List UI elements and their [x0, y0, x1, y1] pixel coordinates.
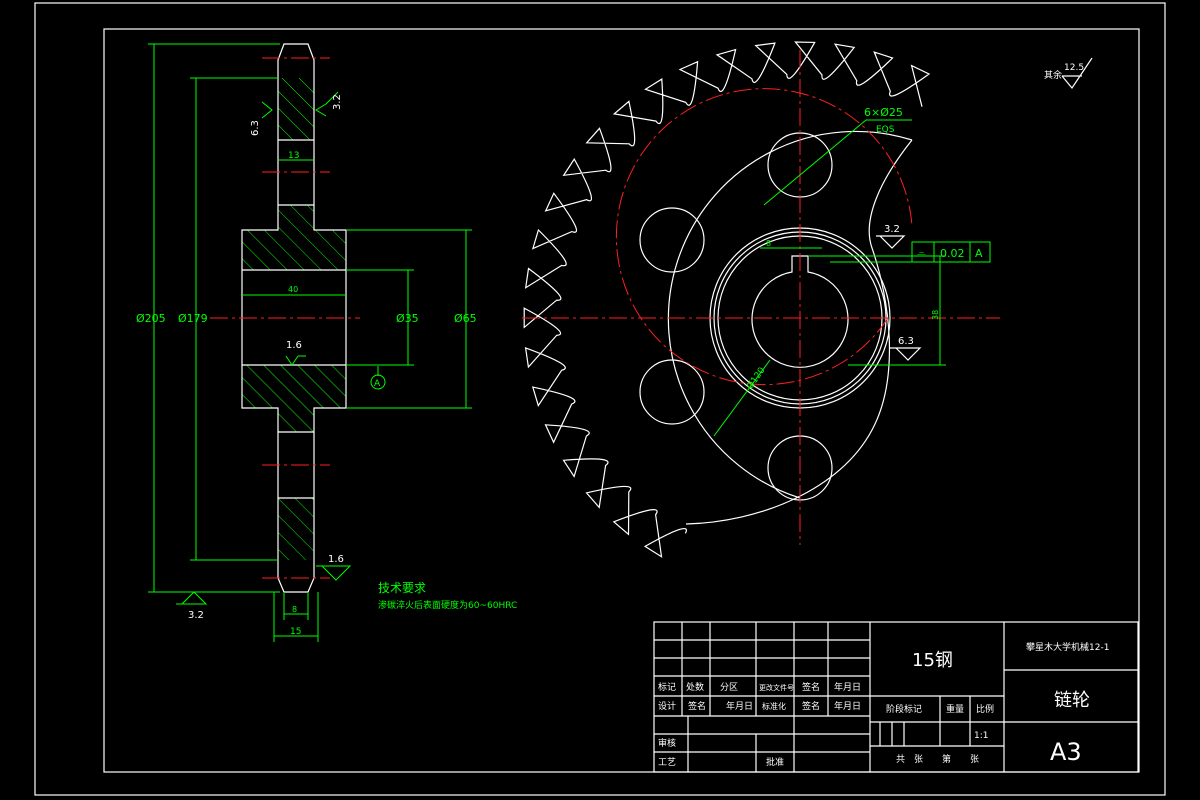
approve-label: 批准: [766, 756, 784, 768]
roughness-key-icon: [890, 347, 922, 361]
roughness-bore-icon: [285, 355, 306, 366]
tolerance-symbol: ⌯: [917, 247, 926, 260]
process-label: 工艺: [658, 757, 676, 768]
tolerance-value: 0.02: [940, 247, 965, 260]
rim-width-label: 15: [290, 627, 301, 637]
hatch-lower-hub: [242, 365, 346, 432]
roughness-right-tooth-icon: [315, 91, 339, 117]
roughness-left-tooth-value: 6.3: [250, 120, 261, 136]
tb-marks-2: 分区: [720, 682, 738, 693]
hatch-lower-tooth: [278, 498, 314, 560]
tb-marks-3: 更改文件号: [759, 683, 794, 692]
tb-design-0: 设计: [658, 700, 676, 712]
tb-marks-4: 签名: [802, 681, 820, 693]
roughness-top-value: 3.2: [884, 224, 900, 235]
holes-label: 6×Ø25: [864, 106, 903, 119]
hub-length-label: 40: [288, 285, 298, 294]
tb-marks-1: 处数: [686, 681, 704, 693]
roughness-bottom-right-value: 1.6: [328, 554, 344, 565]
lightening-hole-lower-left: [639, 359, 705, 425]
roughness-key-value: 6.3: [898, 336, 914, 347]
sheet-size-label: A3: [1050, 738, 1082, 766]
material-label: 15钢: [912, 650, 953, 671]
outer-dia-label: Ø205: [136, 312, 166, 325]
tb-marks-0: 标记: [658, 681, 676, 693]
keyway-width-label: 8: [766, 239, 771, 248]
sheet-outer-border: [34, 2, 1166, 796]
general-roughness-icon: [1061, 57, 1093, 90]
weight-label: 重量: [946, 703, 964, 715]
roughness-bottom-left-icon: [176, 591, 208, 605]
roughness-top-icon: [876, 235, 906, 249]
datum-a-circle: [370, 374, 386, 390]
front-view: [522, 41, 1000, 558]
review-label: 审核: [658, 737, 676, 749]
roughness-bore-value: 1.6: [286, 340, 302, 351]
roughness-right-tooth-value: 3.2: [332, 94, 343, 110]
tb-design-5: 年月日: [834, 700, 861, 712]
hatch-upper-hub: [242, 205, 346, 270]
sheet-inner-border: [103, 28, 1140, 773]
hub-dia-label: Ø65: [454, 312, 477, 325]
tolerance-frame: [911, 241, 991, 263]
sprocket-tooth-outline: [523, 41, 931, 558]
school-label: 攀星木大学机械12-1: [1026, 641, 1109, 653]
sprocket-cut-edge: [685, 139, 913, 525]
tb-marks-5: 年月日: [834, 681, 861, 693]
tolerance-datum: A: [975, 247, 983, 260]
stage-label: 阶段标记: [886, 703, 922, 715]
datum-a-label: A: [374, 379, 381, 389]
scale-value: 1:1: [974, 731, 988, 741]
tb-design-2: 年月日: [726, 700, 753, 712]
sheets-unit-label: 张: [914, 754, 923, 765]
root-circle-partial: [667, 130, 913, 499]
sheet-unit-label: 张: [970, 754, 979, 765]
tb-design-4: 签名: [802, 700, 820, 712]
hole-circle-leader: [713, 359, 771, 437]
title-block: [653, 621, 1139, 773]
side-view: [148, 43, 472, 642]
pitch-dia-label: Ø179: [178, 312, 208, 325]
tb-design-3: 标准化: [762, 701, 786, 711]
hatch-upper-tooth: [278, 78, 314, 140]
roughness-left-tooth-icon: [261, 101, 273, 119]
tech-notes-text: 渗碳淬火后表面硬度为60~60HRC: [378, 599, 517, 611]
eqs-label: EQS: [876, 125, 895, 135]
holes-leader: [763, 119, 867, 206]
lightening-hole-upper-left: [639, 207, 705, 273]
bolt-circle: [615, 88, 913, 386]
roughness-bottom-right-icon: [316, 565, 352, 581]
general-roughness-value: 12.5: [1064, 63, 1084, 73]
bore-with-keyway: [751, 255, 849, 368]
scale-label: 比例: [976, 703, 994, 715]
sheets-total-label: 共: [896, 754, 905, 765]
general-roughness-label: 其余: [1044, 69, 1062, 81]
tech-notes-title: 技术要求: [378, 581, 426, 595]
roughness-bottom-left-value: 3.2: [188, 610, 204, 621]
sheet-no-label: 第: [942, 753, 951, 765]
keyway-depth-label: 38: [931, 310, 940, 320]
part-name-label: 链轮: [1054, 690, 1090, 711]
tooth-tip-label: 8: [292, 605, 297, 614]
tooth-width-label: 13: [288, 151, 299, 161]
hole-circle-dia-label: Ø120: [745, 365, 768, 391]
bore-dia-label: Ø35: [396, 312, 419, 325]
tb-design-1: 签名: [688, 700, 706, 712]
